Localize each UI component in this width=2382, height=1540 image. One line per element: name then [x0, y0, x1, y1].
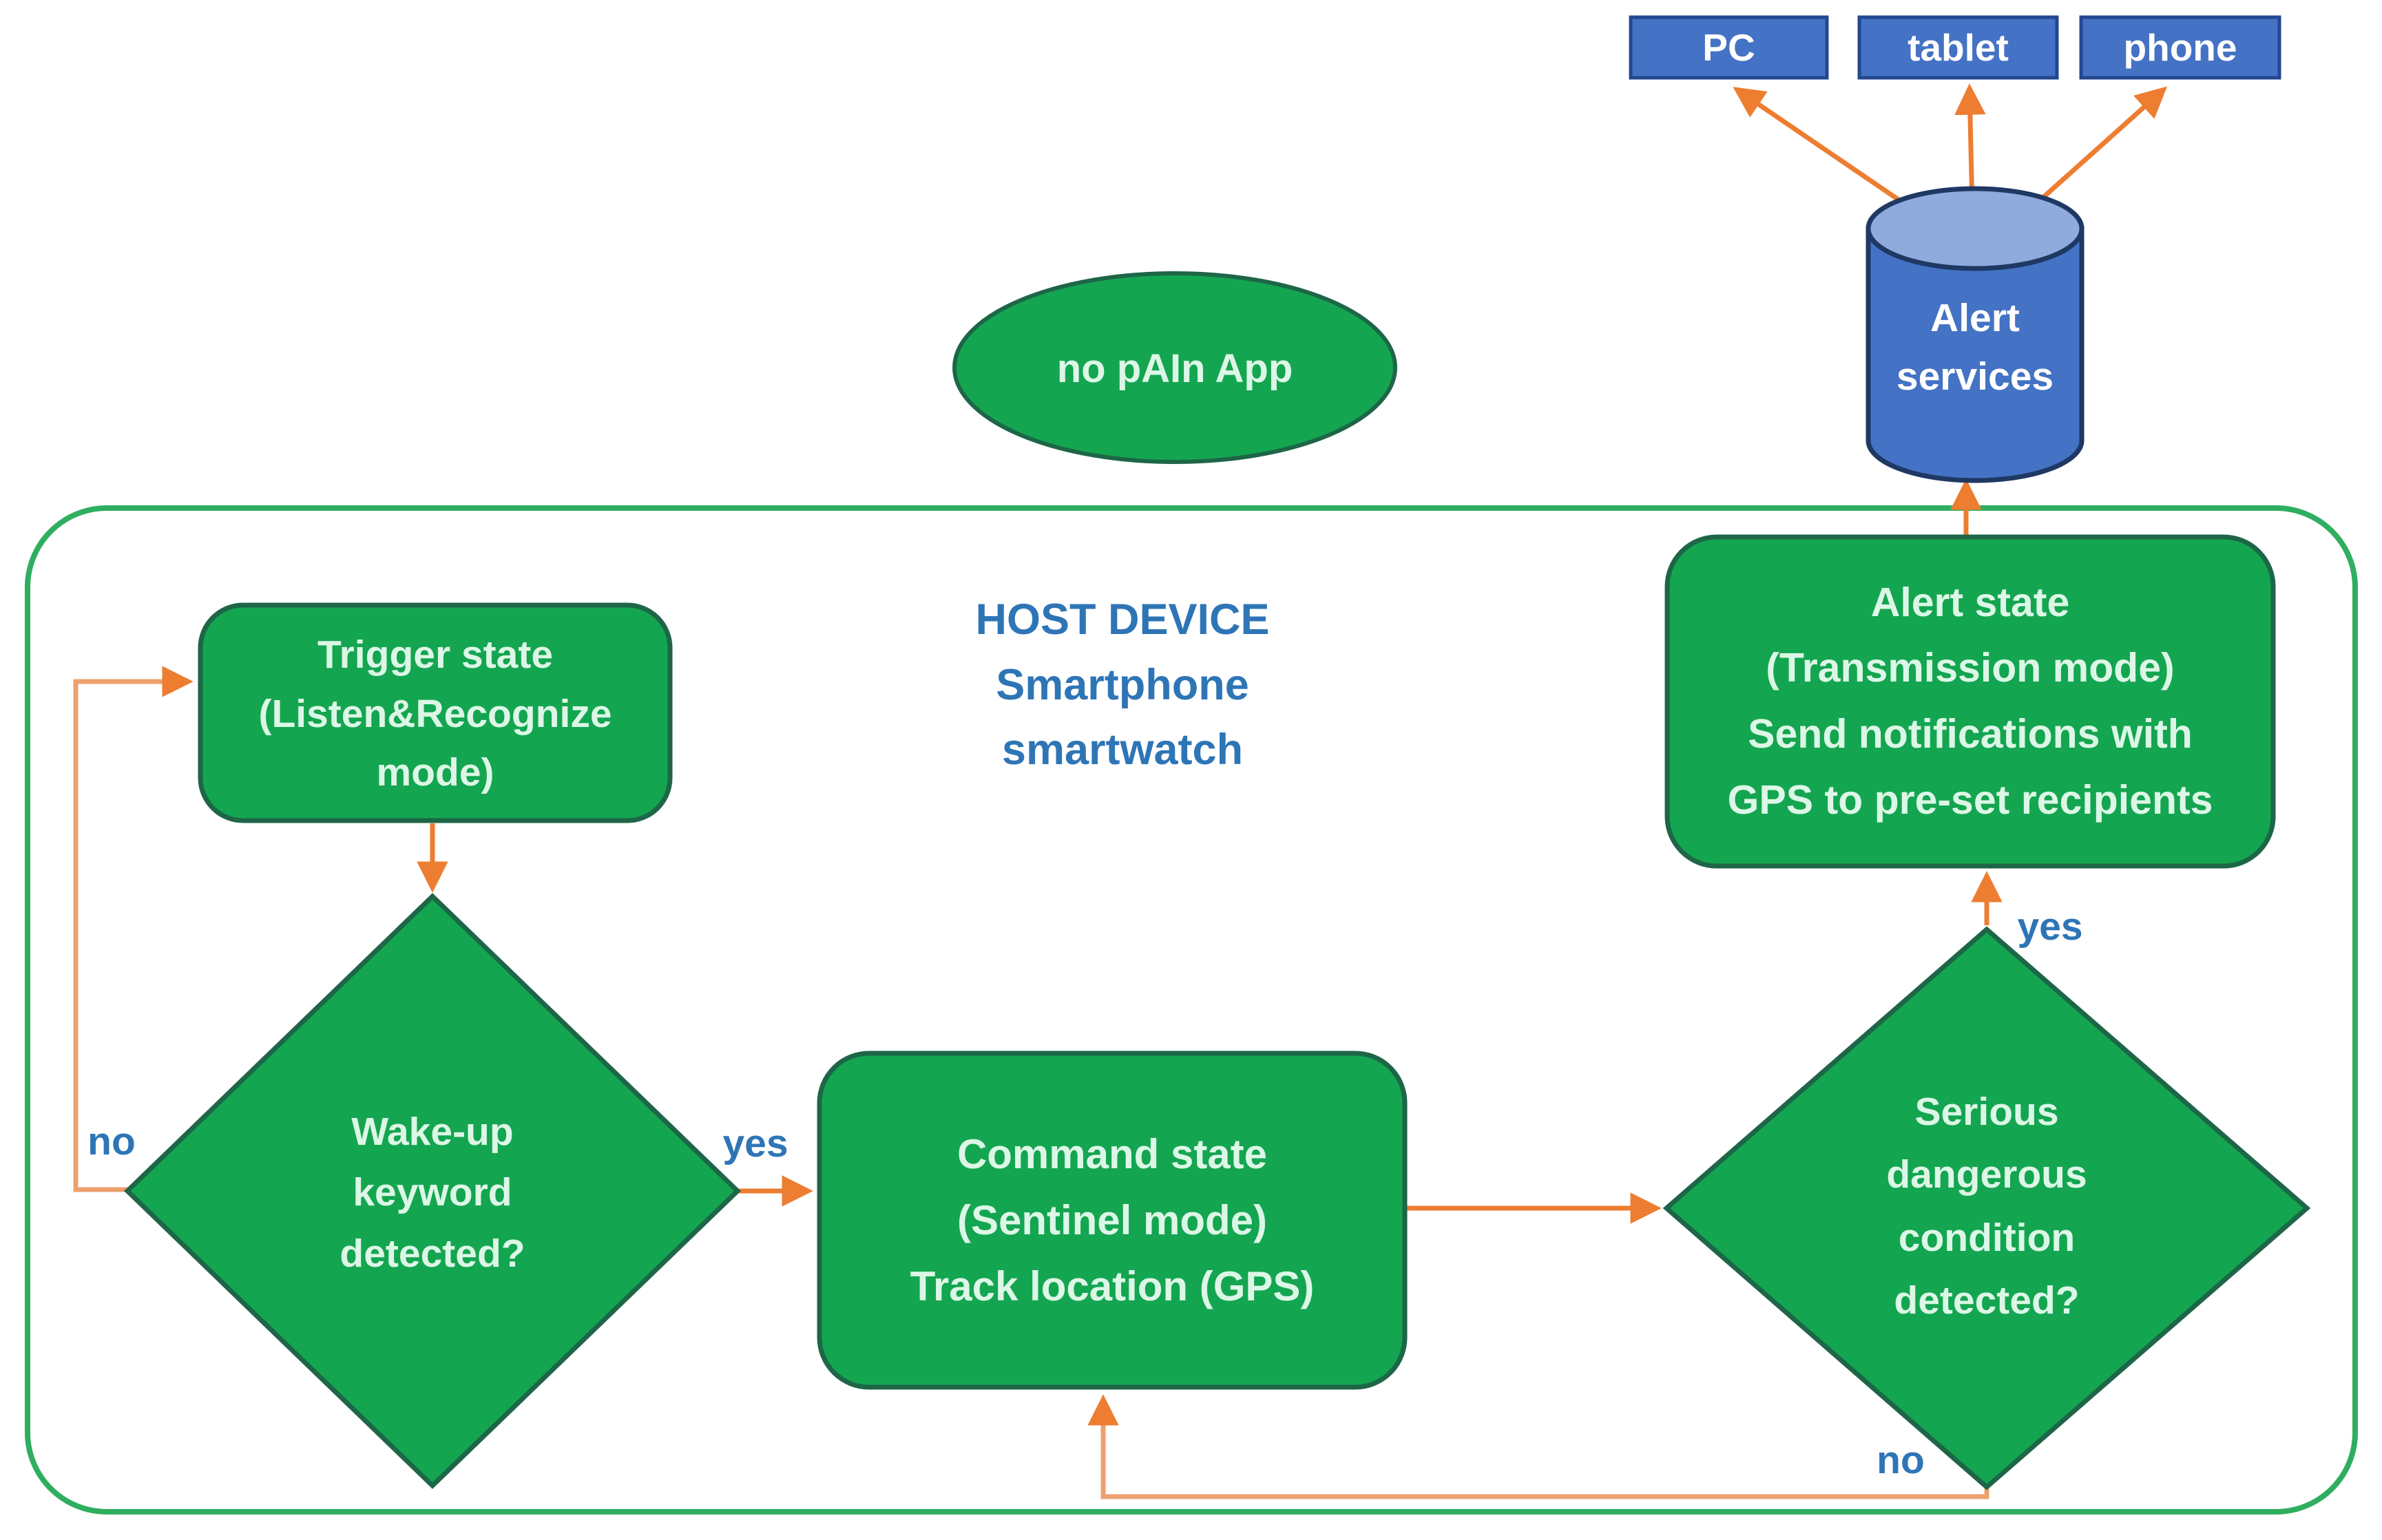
cylinder-body — [1866, 226, 2085, 483]
serious-decision-diamond — [1662, 926, 2311, 1490]
cylinder-top — [1866, 186, 2085, 271]
trigger-state-box — [198, 602, 673, 823]
edge-alert-services-to-pc — [1733, 87, 1928, 221]
host-device-container-outline — [25, 505, 2358, 1515]
edge-serious-no-loop-to-command — [1087, 1394, 1989, 1499]
app-title-ellipse — [952, 271, 1397, 464]
device-box-tablet — [1857, 15, 2059, 80]
alert-services-cylinder — [1866, 186, 2085, 483]
device-box-pc — [1629, 15, 1829, 80]
wakeup-decision-diamond — [123, 893, 742, 1489]
alert-state-box — [1664, 534, 2276, 869]
command-state-box — [817, 1051, 1408, 1390]
device-box-phone — [2079, 15, 2281, 80]
edge-wakeup-no-loop-to-trigger — [73, 666, 194, 1192]
